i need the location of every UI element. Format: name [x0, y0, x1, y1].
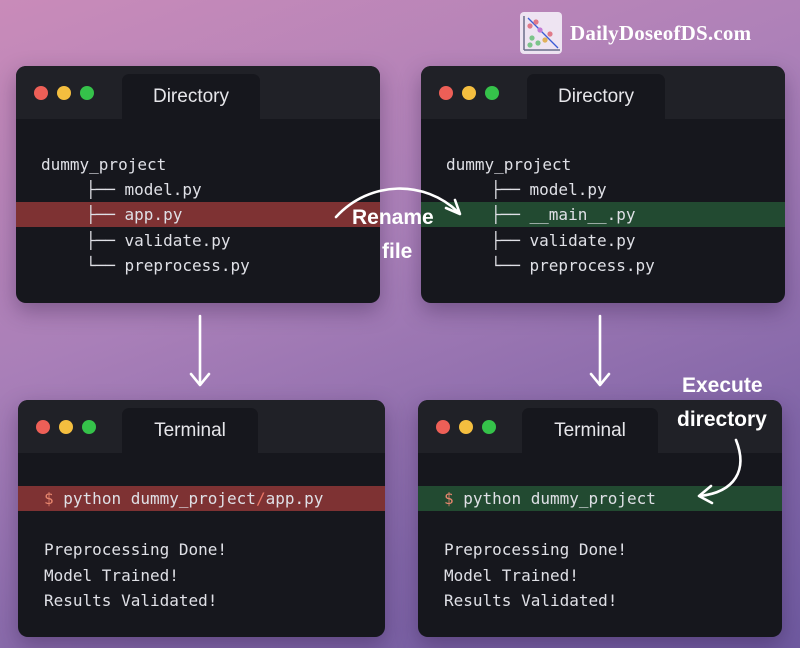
- minimize-icon[interactable]: [59, 420, 73, 434]
- tab-terminal[interactable]: Terminal: [122, 408, 258, 453]
- command-text: python dummy_project: [63, 489, 256, 508]
- file-tree-line: ├── model.py: [491, 180, 607, 199]
- scatter-plot-logo-icon: [520, 12, 562, 54]
- terminal-output-line: Model Trained!: [444, 566, 579, 585]
- terminal-command-line: $ python dummy_project/app.py: [18, 486, 385, 511]
- file-tree-line: └── preprocess.py: [86, 256, 250, 275]
- terminal-output-line: Results Validated!: [44, 591, 218, 610]
- directory-window-before: Directory dummy_project ├── model.py ├──…: [16, 66, 380, 303]
- file-tree-line: ├── validate.py: [86, 231, 231, 250]
- prompt-symbol: $: [444, 489, 454, 508]
- file-tree-line-highlighted: ├── app.py: [16, 202, 380, 227]
- down-arrow-right-icon: [589, 314, 611, 387]
- window-controls: [436, 420, 496, 434]
- window-titlebar: Directory: [16, 66, 380, 119]
- terminal-command-line: $ python dummy_project: [418, 486, 782, 511]
- directory-window-after: Directory dummy_project ├── model.py ├──…: [421, 66, 785, 303]
- terminal-window-before: Terminal $ python dummy_project/app.py P…: [18, 400, 385, 637]
- rename-label-line2: file: [382, 240, 413, 263]
- maximize-icon[interactable]: [485, 86, 499, 100]
- execute-label-line2: directory: [677, 408, 767, 431]
- command-path-separator: /: [255, 489, 266, 508]
- close-icon[interactable]: [436, 420, 450, 434]
- file-tree-line: ├── validate.py: [491, 231, 636, 250]
- rename-label: Rename: [352, 206, 434, 229]
- close-icon[interactable]: [439, 86, 453, 100]
- file-tree-line: └── preprocess.py: [491, 256, 655, 275]
- brand: DailyDoseofDS.com: [518, 10, 751, 56]
- maximize-icon[interactable]: [82, 420, 96, 434]
- window-titlebar: Terminal: [418, 400, 782, 453]
- window-controls: [439, 86, 499, 100]
- tab-directory[interactable]: Directory: [527, 74, 665, 119]
- window-controls: [36, 420, 96, 434]
- terminal-output-line: Model Trained!: [44, 566, 179, 585]
- minimize-icon[interactable]: [57, 86, 71, 100]
- terminal-output-line: Results Validated!: [444, 591, 618, 610]
- folder-root: dummy_project: [41, 155, 167, 174]
- maximize-icon[interactable]: [482, 420, 496, 434]
- tab-directory[interactable]: Directory: [122, 74, 260, 119]
- maximize-icon[interactable]: [80, 86, 94, 100]
- minimize-icon[interactable]: [459, 420, 473, 434]
- tab-terminal[interactable]: Terminal: [522, 408, 658, 453]
- close-icon[interactable]: [36, 420, 50, 434]
- minimize-icon[interactable]: [462, 86, 476, 100]
- close-icon[interactable]: [34, 86, 48, 100]
- terminal-output-line: Preprocessing Done!: [44, 540, 228, 559]
- down-arrow-left-icon: [189, 314, 211, 387]
- brand-name: DailyDoseofDS.com: [570, 20, 752, 45]
- command-text: python dummy_project: [463, 489, 656, 508]
- file-tree-line-highlighted: ├── __main__.py: [421, 202, 785, 227]
- file-tree-line: ├── model.py: [86, 180, 202, 199]
- window-controls: [34, 86, 94, 100]
- terminal-window-after: Terminal $ python dummy_project Preproce…: [418, 400, 782, 637]
- prompt-symbol: $: [44, 489, 54, 508]
- execute-label: Execute: [682, 374, 763, 397]
- terminal-output-line: Preprocessing Done!: [444, 540, 628, 559]
- command-file: app.py: [265, 489, 324, 508]
- window-titlebar: Directory: [421, 66, 785, 119]
- window-titlebar: Terminal: [18, 400, 385, 453]
- folder-root: dummy_project: [446, 155, 572, 174]
